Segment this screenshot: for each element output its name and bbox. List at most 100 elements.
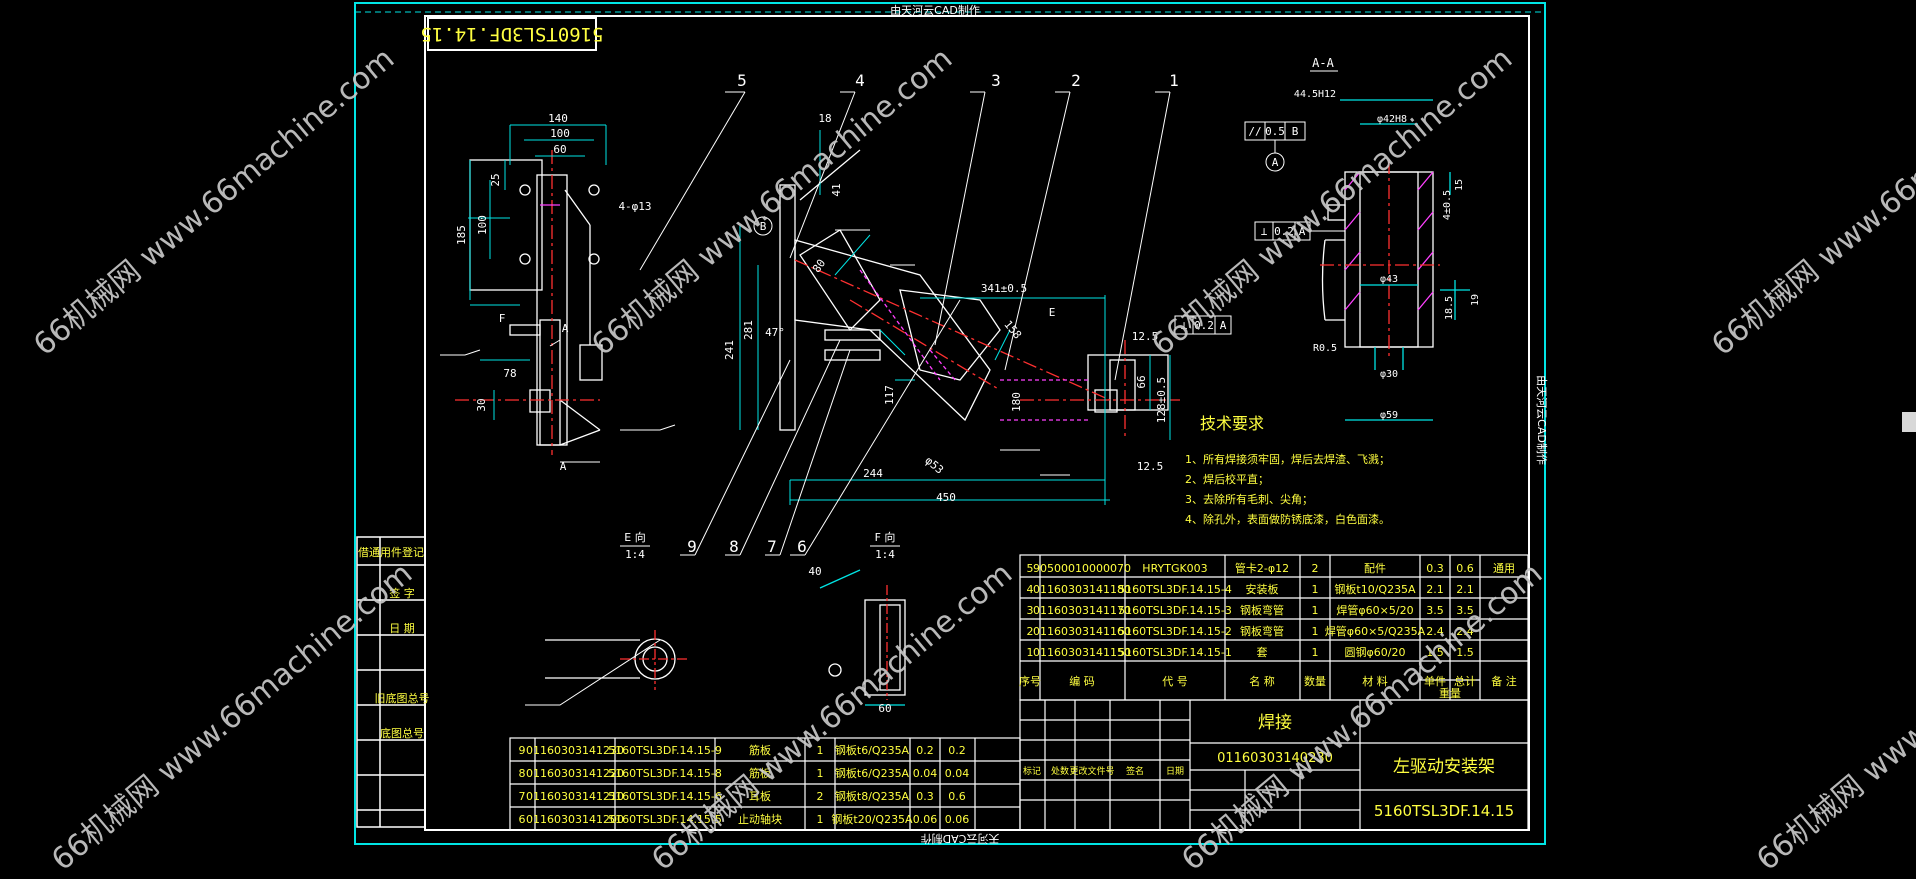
tech-note-2: 2、焊后校平直； [1185,472,1269,486]
bom-lower-cell: 0.04 [913,767,938,780]
tb-name: 左驱动安装架 [1393,757,1495,777]
view-F-label: F 向 [875,530,896,544]
dim-100v: 100 [476,215,489,235]
bom-upper-cell: 5160TSL3DF.14.15-1 [1118,646,1232,659]
bom-upper-cell: 1 [1027,646,1034,659]
bom-upper-cell: 01160303141160 [1033,625,1131,638]
balloon-4: 4 [855,71,865,90]
dim-phi59: φ59 [1380,410,1398,421]
bom-header-cell: 代 号 [1162,675,1188,688]
bom-lower-cell: 5160TSL3DF.14.15-5 [608,813,722,826]
bom-header-cell: 总计 [1454,674,1476,688]
bom-upper-cell: 3.5 [1456,604,1474,617]
bom-lower-cell: 8 [519,767,526,780]
dim-4-5: 4±0.5 [1442,190,1453,220]
balloon-8: 8 [729,537,739,556]
dim-128: 128±0.5 [1155,377,1168,423]
datum-A-left: A [562,322,569,335]
tb-cell-3: 签名 [1126,765,1144,777]
datum-E-mid: E [1049,306,1056,319]
bom-lower-cell: 0.2 [948,744,966,757]
dim-phi42: φ42H8 [1377,114,1407,125]
bom-lower-cell: 钢板t20/Q235A [831,812,913,826]
bom-lower-cell: 01160303141230 [526,744,624,757]
scrollbar-thumb[interactable] [1902,412,1916,432]
title-block-grid [1019,699,1529,831]
bom-upper-cell: 圆钢φ60/20 [1345,646,1406,659]
bom-upper-cell: 2.4 [1426,625,1444,638]
geom-tol-frame-perp [1254,221,1345,241]
bom-upper-grid [1019,554,1529,701]
bom-upper-cell: 1 [1312,604,1319,617]
geom-tol-frame-mid [1174,315,1232,335]
section-label: A-A [1312,56,1334,70]
bom-upper-cell: 1 [1312,625,1319,638]
dim-60: 60 [553,143,566,156]
dim-180: 180 [1010,392,1023,412]
left-col-label-4: 日 期 [389,622,415,635]
bom-lower-cell: 2 [817,790,824,803]
dim-12-5a: 12.5 [1132,330,1159,343]
bom-lower-cell: 1 [817,813,824,826]
dim-450: 450 [936,491,956,504]
tol-par-val: 0.5 [1265,125,1285,138]
dim-25: 25 [489,173,502,186]
bom-upper-cell: 5160TSL3DF.14.15-4 [1118,583,1232,596]
bom-header-cell: 备 注 [1491,674,1517,688]
bom-lower-cell: 0.2 [916,744,934,757]
bom-lower-cell: 筋板 [749,743,771,757]
left-view-geometry [455,150,603,455]
sheet-outer-border [354,2,1546,845]
bom-lower-cell: 7 [519,790,526,803]
tol-par-ref: B [1292,125,1299,138]
bom-header-cell: 名 称 [1249,674,1275,688]
bom-lower-cell: 0.06 [945,813,970,826]
bom-upper-cell: 01160303141180 [1033,583,1131,596]
dim-66: 66 [1135,375,1148,388]
bom-lower-cell: 5160TSL3DF.14.15-8 [608,767,722,780]
tol-mid-val: 0.2 [1194,319,1214,332]
dim-30: 30 [475,398,488,411]
view-F-scale: 1:4 [875,548,895,561]
sheet-title-top: 由天河云CAD制作 [890,3,980,17]
dim-117: 117 [883,385,896,405]
tech-notes: 1、所有焊接须牢固，焊后去焊渣、飞溅； 2、焊后校平直； 3、去除所有毛刺、尖角… [1185,452,1390,526]
dim-phi43: φ43 [1380,274,1398,285]
bom-lower-cell: 1 [817,767,824,780]
left-col-label-2: 底图总号 [380,726,424,740]
tol-perp-val: 0.2 [1274,225,1294,238]
bom-lower-cell: 钢板t8/Q235A [835,789,910,803]
bom-upper-cell: 钢板弯管 [1240,603,1284,617]
tech-note-4: 4、除孔外，表面做防锈底漆，白色面漆。 [1185,512,1390,526]
cad-drawing-canvas: 由天河云CAD制作 天河云CAD制作 由天河云CAD制作 5160TSL3DF.… [354,2,1549,845]
bom-header-cell: 单件 [1424,675,1446,688]
tol-par-sym: // [1248,125,1261,138]
balloon-1: 1 [1169,71,1179,90]
bom-upper-cell: 2.1 [1426,583,1444,596]
drawing-code-box [427,17,597,51]
bom-upper-cell: 钢板t10/Q235A [1334,582,1416,596]
middle-view-geometry [779,149,1180,440]
tech-title: 技术要求 [1200,414,1264,433]
dim-78: 78 [503,367,516,380]
left-view-dims [468,124,607,420]
bom-upper-cell: 2.4 [1456,625,1474,638]
bom-lower-cell: 01160303141210 [526,790,624,803]
bom-upper-cell: 0.3 [1426,562,1444,575]
bom-lower-cell: 耳板 [749,789,771,803]
tech-note-3: 3、去除所有毛刺、尖角； [1185,492,1313,506]
datum-A-sec: A [1272,156,1279,169]
bom-lower-cell: 1 [817,744,824,757]
datum-F: F [499,312,506,325]
geom-tol-frame-parallel [1244,121,1306,172]
dim-phi30: φ30 [1380,369,1398,380]
tb-type: 焊接 [1258,713,1292,733]
bom-upper-cell: 2 [1312,562,1319,575]
section-AA-geometry [1320,99,1470,421]
bom-upper-cell: 01160303141150 [1033,646,1131,659]
bom-lower-cell: 0.3 [916,790,934,803]
dim-185: 185 [455,225,468,245]
tb-cell-1: 处数 [1051,765,1069,777]
view-E-label: E 向 [624,530,645,544]
left-col-label-0: 借通用件登记 [358,545,424,559]
